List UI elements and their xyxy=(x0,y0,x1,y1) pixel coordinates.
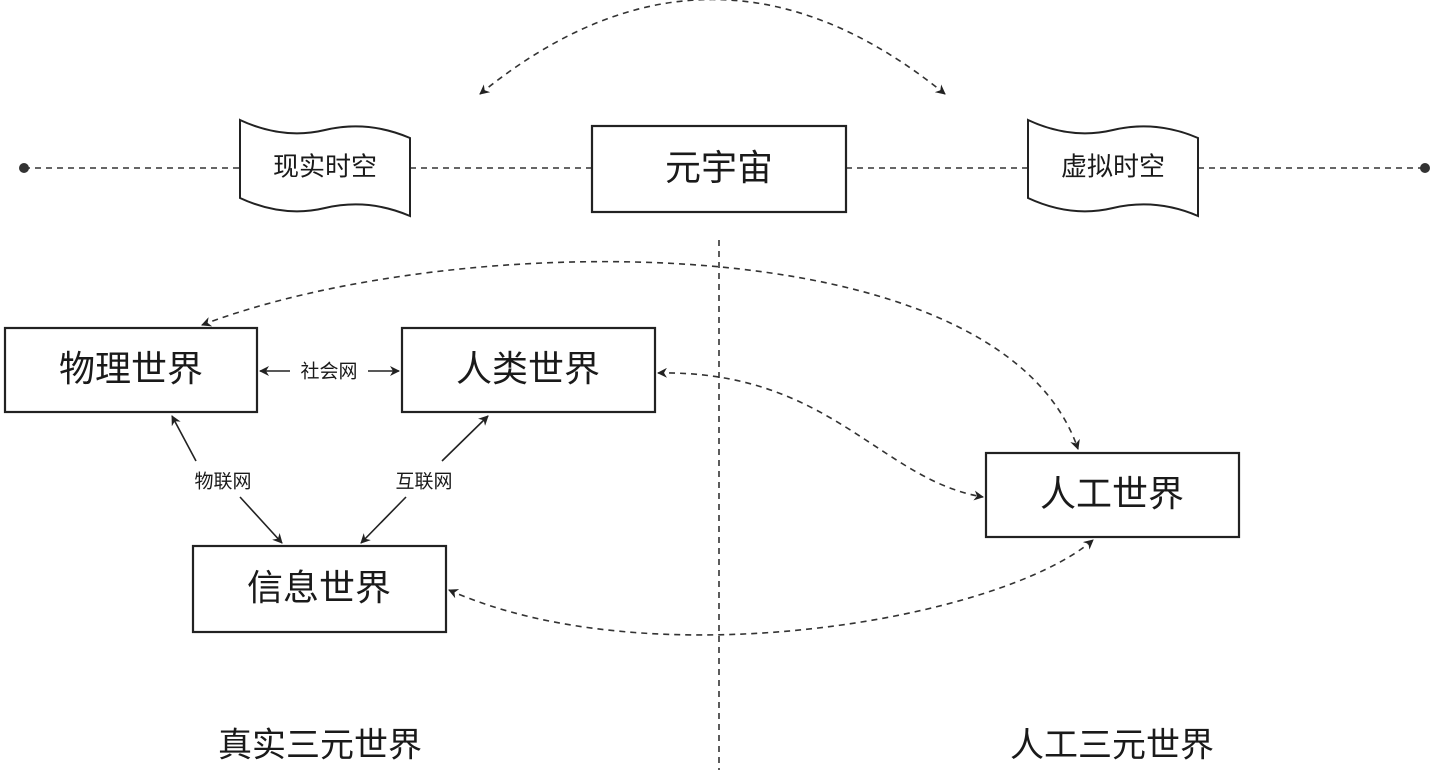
information-world-label: 信息世界 xyxy=(247,568,391,609)
iot-label: 物联网 xyxy=(194,471,251,493)
internet-arrow-down xyxy=(360,496,407,544)
artificial-ternary-world-label: 人工三元世界 xyxy=(1010,726,1214,766)
real-spacetime-label: 现实时空 xyxy=(273,153,377,183)
artificial-world-label: 人工世界 xyxy=(1040,474,1184,515)
information-world-box xyxy=(191,544,448,634)
human-artificial-arrow xyxy=(657,367,984,501)
metaverse-box xyxy=(590,124,848,214)
iot-arrow-up xyxy=(171,415,197,462)
internet-label: 互联网 xyxy=(395,471,452,493)
physical-artificial-arrow xyxy=(201,260,1080,450)
internet-arrow-up xyxy=(441,415,489,462)
physical-world-label: 物理世界 xyxy=(59,349,203,390)
real-spacetime-doc xyxy=(239,118,411,218)
social-network-label: 社会网 xyxy=(300,361,357,383)
axis-endpoint-left xyxy=(19,163,29,173)
top-curved-arrow xyxy=(479,0,946,95)
virtual-spacetime-doc xyxy=(1027,118,1199,218)
axis-endpoint-right xyxy=(1420,163,1430,173)
human-world-label: 人类世界 xyxy=(456,349,600,390)
artificial-world-box xyxy=(984,451,1241,539)
real-ternary-world-label: 真实三元世界 xyxy=(218,726,422,766)
iot-arrow-down xyxy=(239,496,283,544)
virtual-spacetime-label: 虚拟时空 xyxy=(1061,153,1165,183)
information-artificial-arrow xyxy=(448,539,1094,636)
metaverse-label: 元宇宙 xyxy=(665,148,773,189)
